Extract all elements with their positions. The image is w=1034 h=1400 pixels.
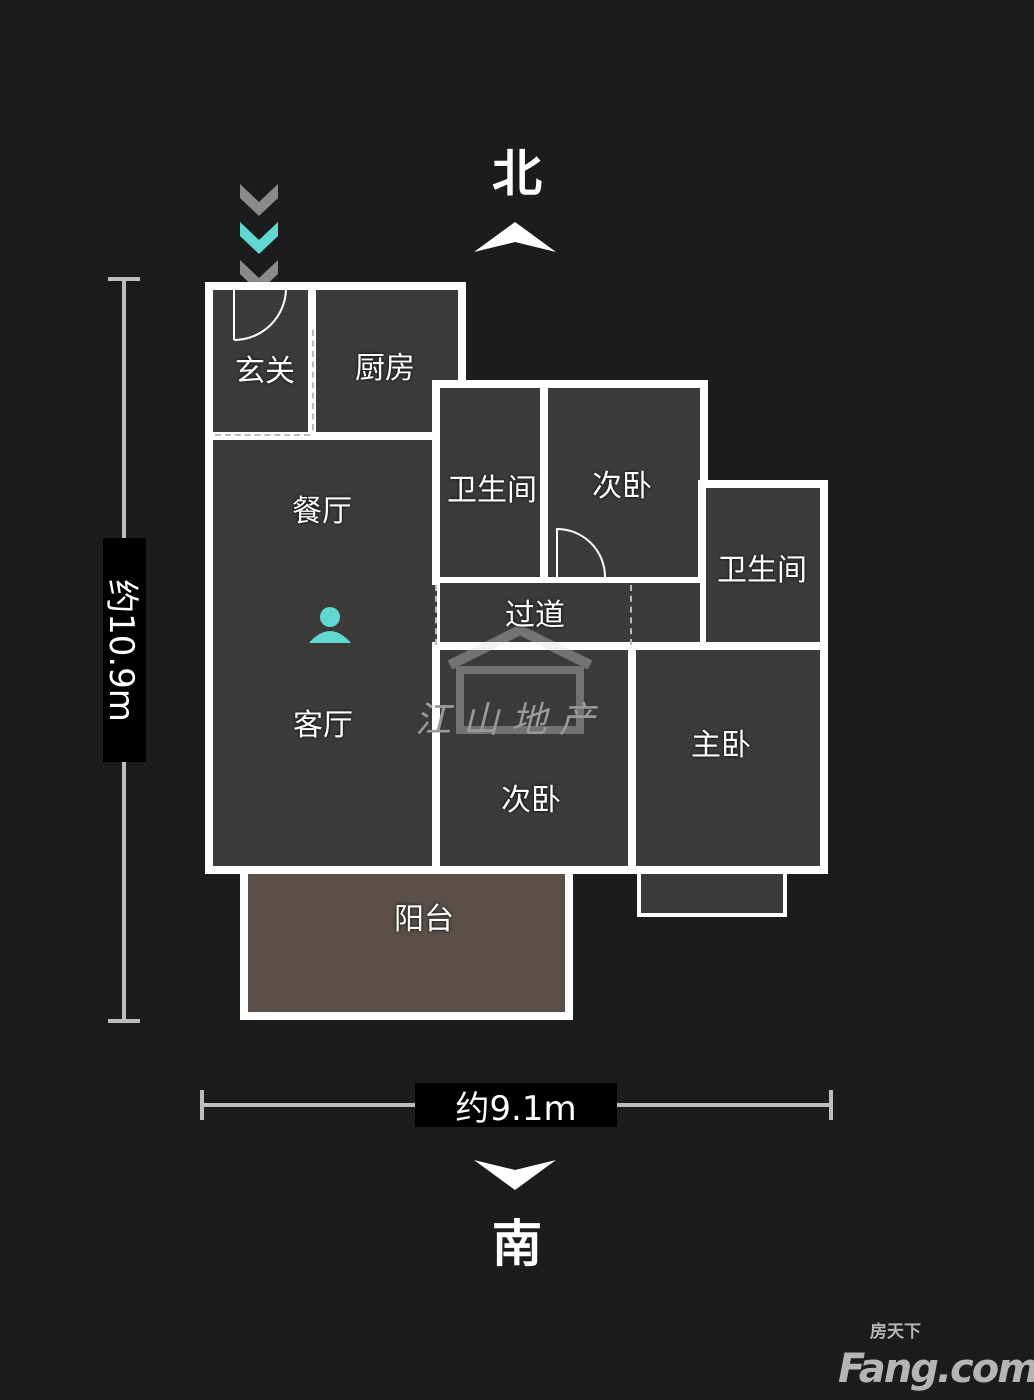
opening-dashed — [312, 330, 314, 430]
label-bedroom-2b: 次卧 — [501, 783, 561, 818]
label-kitchen: 厨房 — [355, 351, 415, 386]
opening-dashed — [435, 585, 437, 645]
room-bedroom-2a[interactable] — [540, 380, 708, 585]
entrance-door-icon[interactable] — [232, 286, 288, 342]
room-master-bedroom[interactable] — [628, 642, 828, 874]
south-label: 南 — [492, 1215, 542, 1273]
room-balcony[interactable] — [240, 862, 573, 1020]
dimension-tick — [108, 1019, 140, 1023]
label-living: 客厅 — [293, 708, 353, 743]
label-master-bedroom: 主卧 — [691, 728, 751, 763]
watermark-logo-icon — [447, 624, 593, 734]
dimension-tick — [200, 1090, 204, 1120]
north-arrow-icon — [474, 222, 556, 252]
label-bathroom-2: 卫生间 — [717, 553, 807, 588]
dimension-tick — [829, 1090, 833, 1120]
dimension-tick — [108, 277, 140, 281]
label-corridor: 过道 — [505, 598, 565, 633]
entry-arrow-icon — [240, 184, 278, 292]
label-dining: 餐厅 — [292, 494, 352, 529]
height-dimension-box: 约10.9m — [101, 538, 146, 762]
label-bedroom-2a: 次卧 — [592, 469, 652, 504]
logo-cn: 房天下 — [870, 1322, 921, 1342]
logo-brand: Fang.com — [838, 1346, 1034, 1392]
room-living-dining[interactable] — [205, 432, 445, 874]
south-arrow-icon — [474, 1160, 556, 1190]
label-entrance: 玄关 — [235, 354, 295, 389]
width-dimension-label: 约9.1m — [415, 1083, 617, 1129]
bedroom-door-icon[interactable] — [555, 527, 607, 579]
room-corridor[interactable] — [440, 583, 700, 645]
current-location-icon — [309, 607, 351, 643]
north-label: 北 — [492, 145, 542, 203]
label-balcony: 阳台 — [394, 902, 454, 937]
opening-dashed — [630, 585, 632, 645]
label-bathroom-1: 卫生间 — [447, 473, 537, 508]
room-bedroom-2b[interactable] — [432, 642, 638, 874]
watermark-text: 江山地产 — [415, 700, 608, 741]
opening-dashed — [215, 434, 310, 436]
height-dimension-label: 约10.9m — [101, 578, 142, 722]
